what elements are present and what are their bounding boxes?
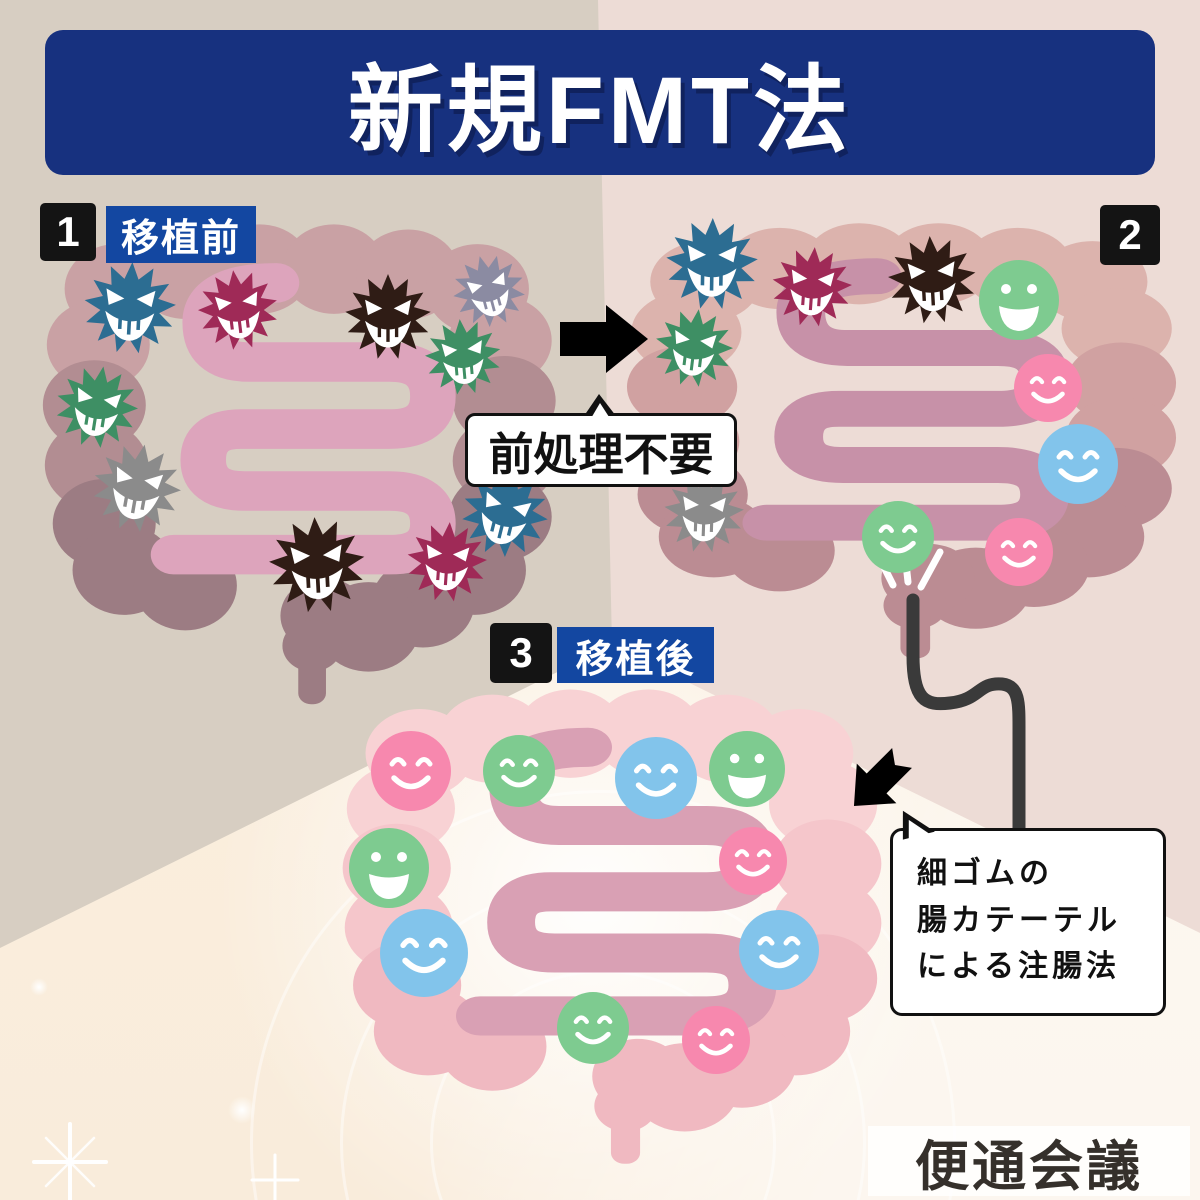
good-bacteria-icon (1014, 354, 1082, 422)
good-bacteria-icon (371, 731, 451, 811)
no-pretreatment-callout: 前処理不要 (465, 394, 737, 487)
good-bacteria-icon (483, 735, 555, 807)
arrow-right-icon (560, 305, 648, 373)
no-pretreatment-text: 前処理不要 (488, 428, 714, 480)
bad-bacteria-icon (84, 262, 176, 354)
bad-bacteria-icon (93, 444, 181, 532)
bad-bacteria-icon (888, 236, 976, 324)
arrow-down-left-icon (853, 748, 912, 807)
bad-bacteria-icon (56, 366, 138, 448)
catheter-note-line: による注腸法 (917, 950, 1121, 983)
sparkle-dot (228, 1096, 256, 1124)
sparkle-dot (30, 978, 48, 996)
catheter-note-line: 細ゴムの (917, 857, 1053, 890)
good-bacteria-icon (862, 501, 934, 573)
title-banner: 新規FMT法 (45, 30, 1155, 175)
bad-bacteria-icon (424, 319, 501, 395)
bad-bacteria-icon (407, 522, 487, 602)
good-bacteria-icon (349, 828, 429, 908)
catheter-note-line: 腸カテーテル (917, 903, 1121, 937)
good-bacteria-icon (979, 260, 1059, 340)
good-bacteria-icon (615, 737, 697, 819)
good-bacteria-icon (985, 518, 1053, 586)
bad-bacteria-icon (197, 270, 277, 350)
good-bacteria-icon (719, 827, 787, 895)
good-bacteria-icon (739, 910, 819, 990)
good-bacteria-icon (1038, 424, 1118, 504)
logo-text: 便通会議 (915, 1136, 1143, 1197)
step-3-label: 移植後 (557, 627, 714, 683)
good-bacteria-icon (709, 731, 785, 807)
bad-bacteria-icon (656, 309, 734, 387)
step-1-number: 1 (40, 203, 96, 261)
good-bacteria-icon (380, 909, 468, 997)
sparkle-star-icon (32, 1122, 300, 1200)
logo-box: 便通会議 (868, 1126, 1190, 1197)
bad-bacteria-icon (462, 472, 548, 558)
step-2-number: 2 (1100, 205, 1160, 265)
bad-bacteria-icon (664, 473, 744, 553)
catheter-callout: 細ゴムの 腸カテーテル による注腸法 (890, 828, 1166, 1016)
bad-bacteria-icon (345, 274, 431, 359)
bad-bacteria-icon (772, 247, 852, 327)
bad-bacteria-icon (666, 218, 758, 309)
step-3-number: 3 (490, 623, 552, 683)
good-bacteria-icon (557, 992, 629, 1064)
good-bacteria-icon (682, 1006, 750, 1074)
catheter-tube-icon (906, 593, 1026, 837)
bad-bacteria-icon (453, 255, 525, 328)
page-title: 新規FMT法 (347, 58, 853, 164)
bad-bacteria-icon (269, 517, 365, 613)
step-1-label: 移植前 (106, 206, 256, 263)
